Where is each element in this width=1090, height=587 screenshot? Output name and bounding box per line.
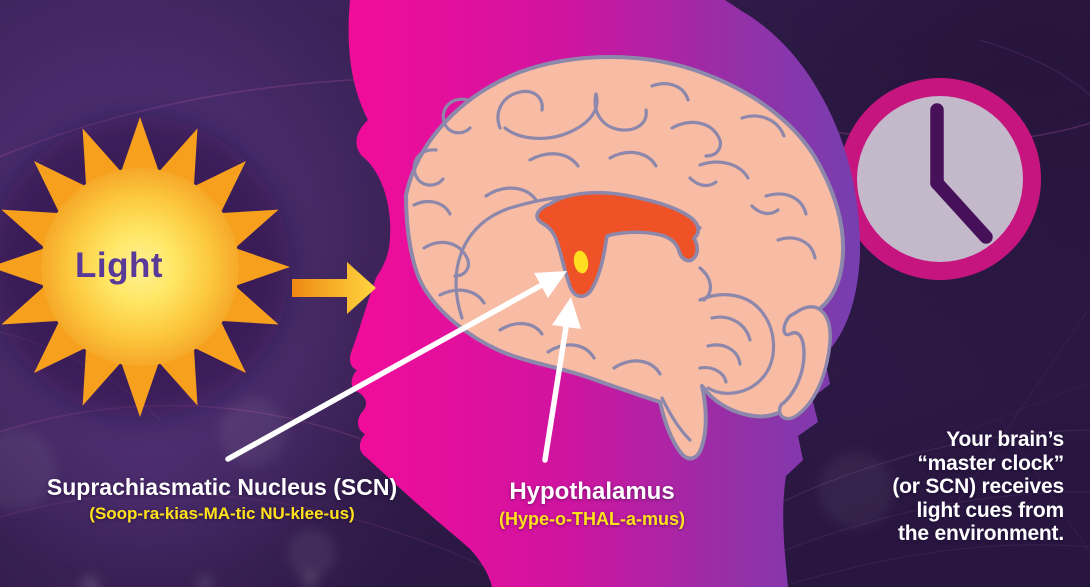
white-pointer-arrows [225, 271, 581, 463]
hypothalamus-pronunciation: (Hype-o-THAL-a-mus) [499, 509, 685, 529]
clock-icon [839, 78, 1041, 280]
scn-label-block: Suprachiasmatic Nucleus (SCN) (Soop-ra-k… [22, 474, 422, 524]
hypothalamus-label-block: Hypothalamus (Hype-o-THAL-a-mus) [442, 478, 742, 530]
caption-line: the environment. [898, 522, 1064, 545]
scn-pronunciation: (Soop-ra-kias-MA-tic NU-klee-us) [89, 504, 355, 523]
sun-icon [0, 117, 290, 417]
caption-line: light cues from [916, 498, 1064, 522]
scn-dot [573, 250, 589, 274]
ear-shape [777, 305, 832, 421]
hypothalamus-pointer-arrow [542, 297, 581, 463]
scn-title: Suprachiasmatic Nucleus (SCN) [46, 474, 398, 500]
lens-flares [0, 398, 894, 587]
brain-illustration [404, 55, 846, 461]
brain-outline [404, 55, 846, 461]
caption-line: Your brain’s [946, 428, 1064, 451]
caption-line: “master clock” [917, 451, 1064, 475]
hypothalamus-title: Hypothalamus [509, 478, 675, 505]
caption-line: (or SCN) receives [892, 475, 1064, 498]
arrow-right-icon [292, 262, 376, 314]
sun-core [41, 168, 239, 366]
clock-hands [930, 103, 993, 244]
scn-pointer-arrow [225, 271, 567, 462]
caption-text: Your brain’s “master clock” (or SCN) rec… [744, 428, 1064, 546]
light-label: Light [74, 246, 164, 285]
brain-sulci [412, 82, 817, 442]
